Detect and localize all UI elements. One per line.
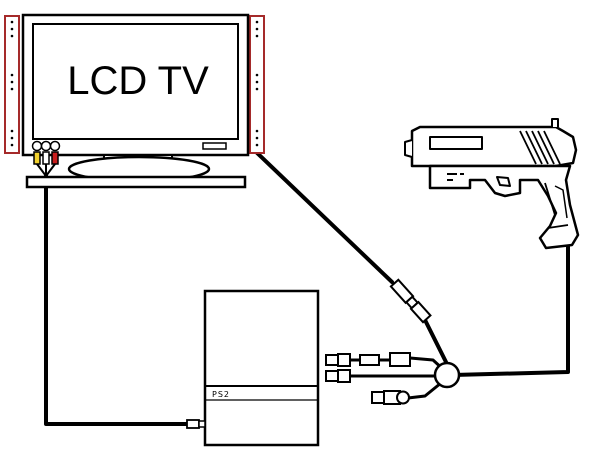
gun-trigger [496, 176, 511, 187]
right-speaker [249, 15, 265, 154]
cable-hub [433, 361, 461, 389]
av-plug-white-body [42, 151, 50, 165]
tv-screen [32, 23, 239, 140]
av-plug-yellow [31, 140, 43, 152]
tv-base [25, 175, 247, 189]
gun-cable [451, 244, 570, 377]
slide-grooves [519, 130, 561, 165]
aux-cable [406, 381, 443, 400]
sensor-cable [252, 148, 394, 284]
gun-frame [428, 164, 580, 250]
av-plug-red-body [51, 151, 59, 165]
console-logo: PS2 [212, 390, 230, 399]
usb-plug-top [325, 354, 339, 366]
power-button [202, 142, 227, 150]
console-av-connector [186, 419, 200, 429]
gun-marks [447, 173, 464, 181]
cables [44, 148, 570, 426]
av-plug-white [40, 140, 52, 152]
connectors [325, 278, 461, 405]
usb-coupler-end [389, 352, 411, 367]
usb-coupler [359, 354, 380, 366]
gun-grip-texture [544, 182, 569, 229]
console-body [203, 289, 320, 447]
gun-ejection-port [429, 136, 483, 150]
aux-plug-tip [371, 391, 385, 404]
gun-grip-panel [554, 185, 568, 219]
usb-plug-bottom [325, 370, 339, 382]
aux-plug-end [396, 390, 410, 405]
console-av-tip [198, 420, 206, 428]
left-speaker-dots [10, 20, 14, 147]
av-cable [44, 174, 192, 426]
light-gun [404, 118, 580, 250]
tv-label: LCD TV [67, 59, 209, 103]
sensor-cable-lower [422, 316, 448, 364]
sensor-inline-connector [389, 278, 432, 324]
ps2-console: PS2 [186, 289, 320, 447]
left-speaker [4, 15, 20, 154]
av-plug-junction [36, 163, 56, 177]
gun-hammer [404, 139, 413, 158]
av-plug-red [49, 140, 61, 152]
av-plugs [31, 140, 61, 177]
right-speaker-dots [255, 20, 259, 147]
av-plug-yellow-body [33, 151, 41, 165]
gun-sight [551, 118, 559, 127]
usb-plug-top-body [337, 353, 351, 367]
lcd-tv: LCD TV [4, 13, 265, 189]
usb-plug-bottom-body [337, 369, 351, 383]
